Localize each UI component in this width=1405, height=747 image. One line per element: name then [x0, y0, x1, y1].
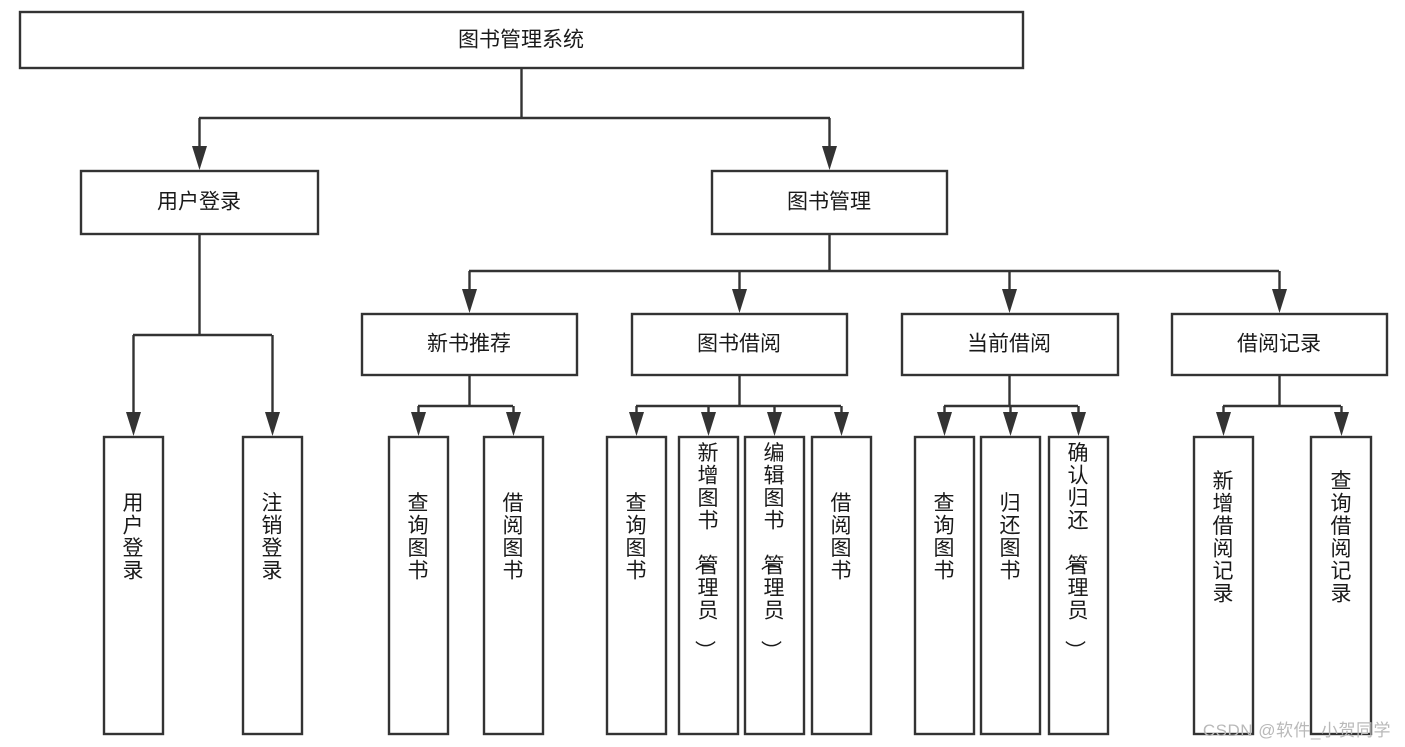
arrow-root-to-user-login [192, 146, 207, 170]
leaf-add-book-admin[interactable]: 新增图书（管理员） [677, 435, 740, 736]
node-book-management[interactable]: 图书管理 [710, 169, 949, 236]
leaf-borrow-books-new-label: 借阅图书 [503, 492, 524, 583]
leaf-query-books-borrow-box[interactable] [605, 435, 668, 736]
leaf-confirm-return-admin-box[interactable] [1047, 435, 1110, 736]
arrow-root-to-book-mgmt [822, 146, 837, 170]
leaf-add-borrow-record[interactable]: 新增借阅记录 [1192, 435, 1255, 736]
node-book-management-label: 图书管理 [787, 191, 871, 214]
leaf-logout[interactable]: 注销登录 [241, 435, 304, 736]
leaf-query-books-current[interactable]: 查询图书 [913, 435, 976, 736]
node-root-label: 图书管理系统 [458, 29, 584, 52]
leaf-query-borrow-record-box[interactable] [1309, 435, 1373, 736]
leaf-logout-box[interactable] [241, 435, 304, 736]
arrow-user-login-to-leaf-2 [265, 412, 280, 436]
arrow-book-mgmt-to-new-books [462, 289, 477, 313]
leaf-user-login-box[interactable] [102, 435, 165, 736]
arrow-new-books-to-leaf-2 [506, 412, 521, 436]
leaf-add-borrow-record-label: 新增借阅记录 [1213, 470, 1234, 606]
node-root[interactable]: 图书管理系统 [18, 10, 1025, 70]
node-borrow-records-box[interactable] [1170, 312, 1389, 377]
leaf-borrow-books-new-box[interactable] [482, 435, 545, 736]
leaf-query-books-current-box[interactable] [913, 435, 976, 736]
leaf-add-borrow-record-box[interactable] [1192, 435, 1255, 736]
leaf-query-books-borrow-label: 查询图书 [626, 492, 647, 583]
node-current-borrow-box[interactable] [900, 312, 1120, 377]
csdn-watermark: CSDN @软件_小贺同学 [1202, 721, 1391, 740]
leaf-query-books-new-label: 查询图书 [408, 492, 429, 583]
leaf-edit-book-admin[interactable]: 编辑图书（管理员） [743, 435, 806, 736]
node-root-box[interactable] [18, 10, 1025, 70]
leaf-return-books-label: 归还图书 [1000, 492, 1021, 583]
arrow-current-to-leaf-1 [937, 412, 952, 436]
node-new-book-recommend-box[interactable] [360, 312, 579, 377]
edges-layer [126, 68, 1349, 436]
arrow-book-mgmt-to-current [1002, 289, 1017, 313]
node-borrow-records[interactable]: 借阅记录 [1170, 312, 1389, 377]
node-book-borrow[interactable]: 图书借阅 [630, 312, 849, 377]
arrow-current-to-leaf-2 [1003, 412, 1018, 436]
leaf-query-books-new[interactable]: 查询图书 [387, 435, 450, 736]
leaf-query-borrow-record[interactable]: 查询借阅记录 [1309, 435, 1373, 736]
leaf-confirm-return-admin[interactable]: 确认归还（管理员） [1047, 435, 1110, 736]
leaf-edit-book-admin-box[interactable] [743, 435, 806, 736]
leaf-add-book-admin-box[interactable] [677, 435, 740, 736]
arrow-book-mgmt-to-records [1272, 289, 1287, 313]
node-borrow-records-label: 借阅记录 [1237, 333, 1321, 356]
leaf-query-books-current-label: 查询图书 [934, 492, 955, 583]
arrow-records-to-leaf-2 [1334, 412, 1349, 436]
leaf-return-books[interactable]: 归还图书 [979, 435, 1042, 736]
arrow-borrow-to-leaf-2 [701, 412, 716, 436]
node-current-borrow-label: 当前借阅 [967, 333, 1051, 356]
arrow-user-login-to-leaf-1 [126, 412, 141, 436]
node-current-borrow[interactable]: 当前借阅 [900, 312, 1120, 377]
leaf-query-borrow-record-label: 查询借阅记录 [1331, 470, 1352, 606]
leaf-return-books-box[interactable] [979, 435, 1042, 736]
node-book-borrow-box[interactable] [630, 312, 849, 377]
arrow-new-books-to-leaf-1 [411, 412, 426, 436]
node-user-login[interactable]: 用户登录 [79, 169, 320, 236]
leaf-edit-book-admin-label: 编辑图书（管理员） [759, 442, 785, 661]
leaf-borrow-books-borrow-label: 借阅图书 [831, 492, 852, 583]
leaf-borrow-books-new[interactable]: 借阅图书 [482, 435, 545, 736]
arrow-borrow-to-leaf-1 [629, 412, 644, 436]
node-book-management-box[interactable] [710, 169, 949, 236]
leaf-user-login-label: 用户登录 [123, 492, 144, 583]
leaf-add-book-admin-label: 新增图书（管理员） [693, 442, 719, 661]
node-user-login-box[interactable] [79, 169, 320, 236]
leaf-borrow-books-borrow-box[interactable] [810, 435, 873, 736]
leaf-logout-label: 注销登录 [262, 492, 283, 583]
arrow-book-mgmt-to-borrow [732, 289, 747, 313]
arrow-borrow-to-leaf-3 [767, 412, 782, 436]
arrow-borrow-to-leaf-4 [834, 412, 849, 436]
leaf-confirm-return-admin-label: 确认归还（管理员） [1063, 442, 1089, 661]
leaf-query-books-new-box[interactable] [387, 435, 450, 736]
node-new-book-recommend[interactable]: 新书推荐 [360, 312, 579, 377]
leaf-query-books-borrow[interactable]: 查询图书 [605, 435, 668, 736]
leaf-borrow-books-borrow[interactable]: 借阅图书 [810, 435, 873, 736]
node-user-login-label: 用户登录 [157, 191, 241, 214]
node-book-borrow-label: 图书借阅 [697, 333, 781, 356]
arrow-records-to-leaf-1 [1216, 412, 1231, 436]
leaf-user-login[interactable]: 用户登录 [102, 435, 165, 736]
arrow-current-to-leaf-3 [1071, 412, 1086, 436]
node-new-book-recommend-label: 新书推荐 [427, 333, 511, 356]
